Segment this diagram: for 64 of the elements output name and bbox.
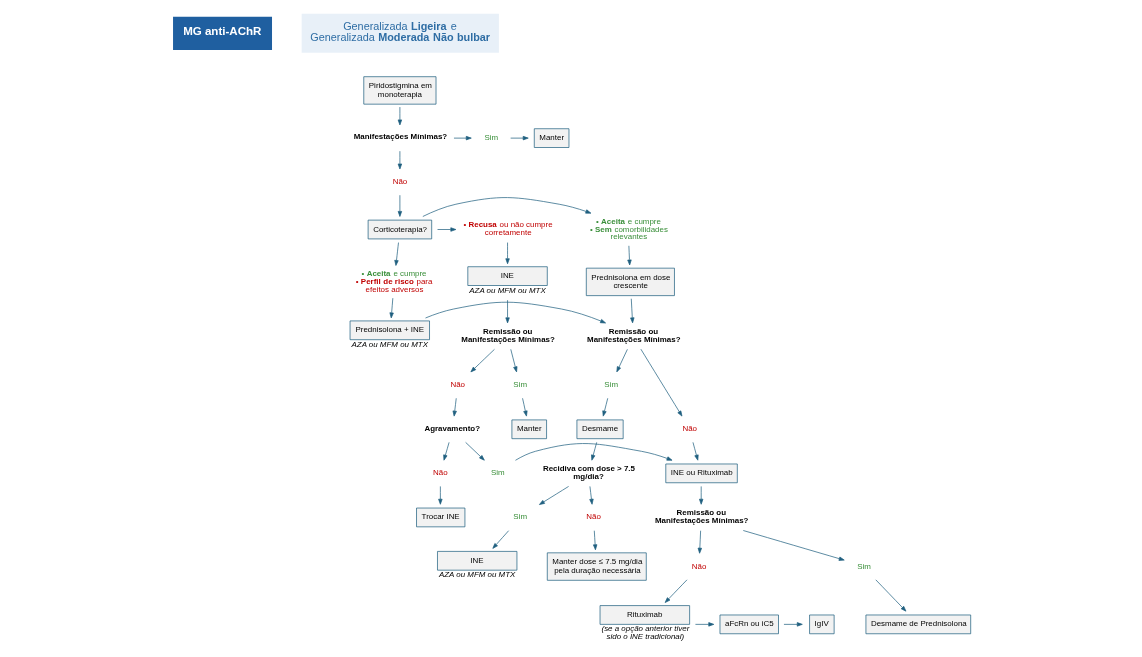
arrow (692, 442, 699, 461)
arrow (538, 486, 569, 505)
node-text: Recidiva com dose > 7.5 mg/dia? (542, 464, 635, 481)
node-text: Remissão ou Manifestações Mínimas? (460, 326, 555, 344)
arrow (783, 622, 803, 627)
arrow (453, 136, 472, 141)
node-text: •Aceita e cumpre •Sem comorbilidades relevantes (589, 216, 668, 242)
arrow (491, 530, 509, 549)
node-text: Sim (483, 133, 498, 143)
node-text: Remissão ou Manifestações Mínimas? (654, 508, 748, 526)
arrow (509, 136, 529, 141)
arrow (615, 348, 628, 373)
arrow (629, 298, 634, 324)
arrow (397, 106, 402, 126)
arrow (442, 442, 449, 461)
arrow (697, 530, 702, 554)
arrow (590, 442, 597, 461)
node-text: Agravamento? (423, 423, 480, 433)
arrow (694, 622, 714, 627)
node-text: Sim (603, 380, 618, 390)
arrow (393, 242, 399, 266)
arrow (464, 442, 485, 461)
arrow (504, 299, 510, 324)
node-label: AZA ou MFM ou MTX (350, 339, 428, 349)
arrow (592, 530, 597, 551)
node-text: Não (691, 561, 706, 571)
arrow (389, 297, 394, 319)
node-text: Sim (490, 468, 505, 478)
arrow (601, 397, 608, 417)
node-text: Manifestações Mínimas? (353, 132, 447, 142)
node-text: Sim (512, 512, 527, 522)
arrow (626, 245, 632, 266)
node-text: •Recusa ou não cumpre corretamente (462, 220, 553, 238)
arrow (397, 150, 402, 170)
node-text: Não (681, 424, 697, 434)
arrow (437, 486, 442, 505)
node-label: (se a opção anterior tiver sido o INE tradicional) (600, 624, 689, 642)
arrow (640, 348, 682, 417)
node-text: Não (432, 468, 448, 478)
node-text: Sim (856, 561, 871, 571)
node-text: Não (449, 380, 465, 390)
node-text: •Aceita e cumpre •Perfil de risco para efeitos adversos (355, 268, 432, 294)
arrow (424, 301, 606, 324)
node-text: Sim (512, 380, 527, 390)
arrow (436, 227, 456, 232)
arrow (452, 397, 457, 417)
arrow (504, 242, 510, 265)
arrow (664, 579, 687, 603)
arrow (397, 194, 402, 217)
node-text: Remissão ou Manifestações Mínimas? (586, 326, 681, 344)
arrow (588, 486, 594, 505)
node-label: AZA ou MFM ou MTX (438, 570, 515, 580)
arrow (514, 443, 672, 461)
node-text: Não (585, 512, 601, 522)
arrow (421, 197, 591, 217)
arrow (470, 348, 495, 373)
arrow (742, 530, 845, 561)
node-box: MG anti-AChR (172, 16, 272, 50)
arrow (521, 397, 527, 417)
node-label: AZA ou MFM ou MTX (468, 285, 546, 295)
node-text: Não (392, 177, 407, 187)
arrow (874, 579, 906, 612)
arrow (509, 348, 517, 373)
arrow (698, 486, 703, 505)
